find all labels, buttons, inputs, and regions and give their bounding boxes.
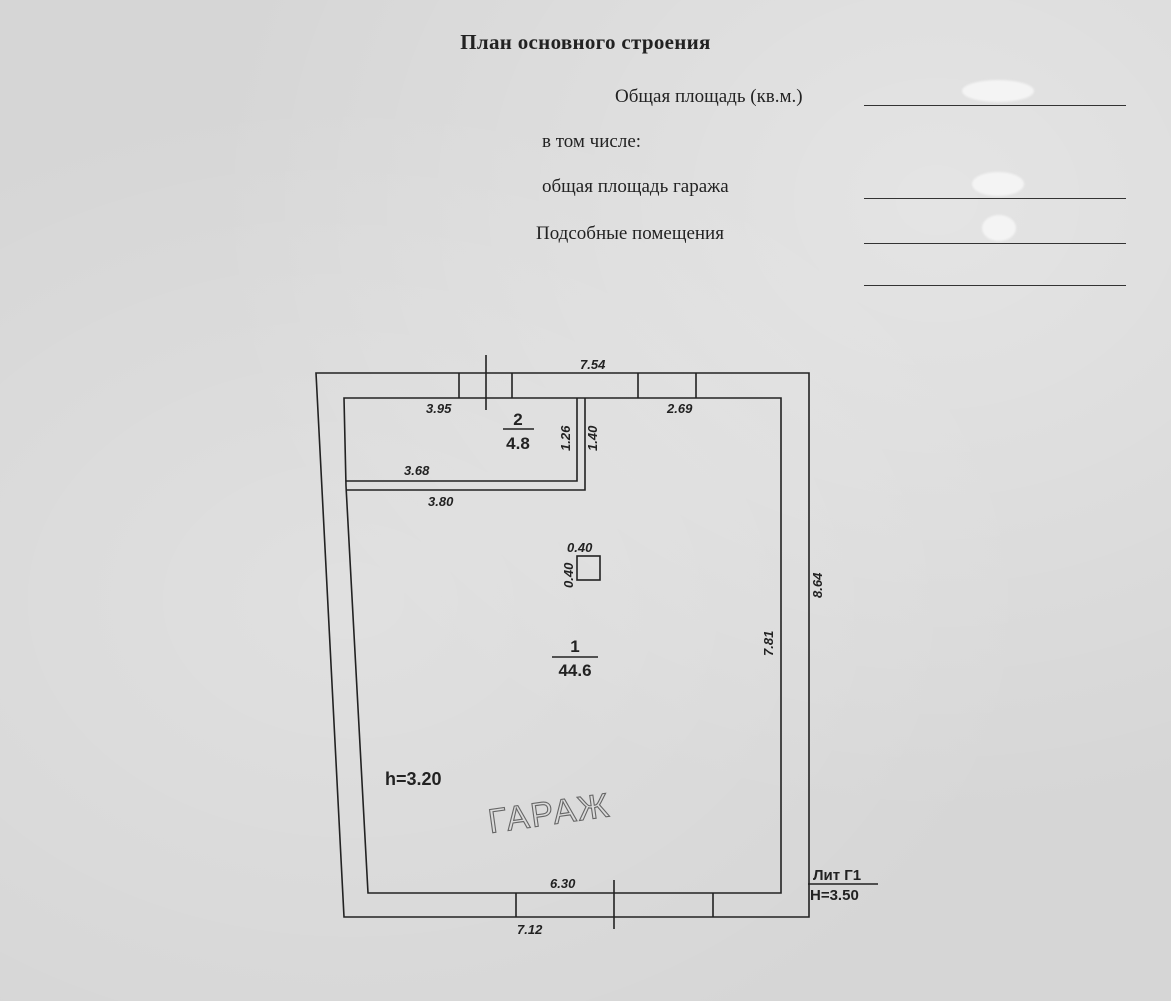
inner-wall <box>343 397 782 894</box>
dimension-label: 1.40 <box>585 425 600 451</box>
including-label: в том числе: <box>542 131 642 152</box>
garage-area-line <box>864 198 1126 199</box>
blank-line <box>864 285 1126 286</box>
outer-wall <box>315 372 810 918</box>
correction-blot <box>982 215 1016 241</box>
dimension-label: 3.68 <box>404 463 430 478</box>
dimension-label: 7.54 <box>580 357 606 372</box>
partition-wall <box>346 398 578 482</box>
dimension-label: 0.40 <box>561 562 576 588</box>
dimension-label: 1.26 <box>558 425 573 451</box>
dimension-label: 6.30 <box>550 876 576 891</box>
dimension-label: 3.95 <box>426 401 452 416</box>
room-area: 44.6 <box>558 661 591 680</box>
dimension-label: 7.12 <box>517 922 543 937</box>
garage-area-label: общая площадь гаража <box>542 176 729 197</box>
building-height-label: Н=3.50 <box>810 887 859 904</box>
ceiling-height-label: h=3.20 <box>385 769 442 789</box>
room-number: 1 <box>570 637 579 656</box>
total-area-label: Общая площадь (кв.м.) <box>615 86 803 107</box>
auxiliary-label: Подсобные помещения <box>536 223 724 244</box>
partition-wall <box>346 398 586 491</box>
handwritten-note: ГАРАЖ <box>486 786 613 841</box>
lit-label: Лит Г1 <box>813 867 861 884</box>
dimension-label: 2.69 <box>666 401 693 416</box>
total-area-line <box>864 105 1126 106</box>
auxiliary-line <box>864 243 1126 244</box>
dimension-label: 8.64 <box>810 572 825 598</box>
correction-blot <box>962 80 1034 102</box>
correction-blot <box>972 172 1024 196</box>
dimension-label: 0.40 <box>567 540 593 555</box>
room-area: 4.8 <box>506 434 530 453</box>
dimension-label: 3.80 <box>428 494 454 509</box>
page-title: План основного строения <box>460 30 711 54</box>
column <box>576 555 601 581</box>
room-number: 2 <box>513 410 522 429</box>
dimension-label: 7.81 <box>761 631 776 656</box>
